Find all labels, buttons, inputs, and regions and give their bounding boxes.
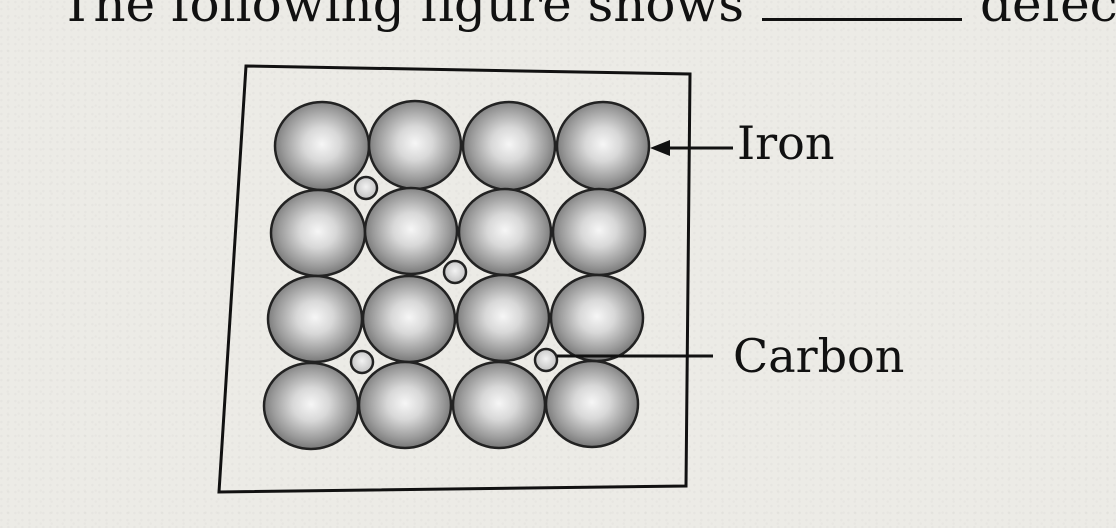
iron-atom [549, 273, 645, 363]
iron-atom [551, 187, 647, 277]
iron-atom [269, 188, 367, 278]
iron-atom [461, 100, 557, 192]
carbon-atom [533, 347, 559, 373]
question-text-before: The following figure shows [60, 0, 744, 33]
carbon-atom [442, 259, 468, 285]
figure-frame [217, 64, 692, 494]
iron-atom [451, 360, 547, 450]
answer-blank [761, 0, 962, 21]
carbon-atom [349, 349, 375, 375]
iron-atom-grid [262, 99, 651, 451]
iron-pointer-arrow [650, 140, 733, 156]
carbon-atom [353, 175, 379, 201]
carbon-label: Carbon [733, 329, 905, 383]
iron-atom [457, 187, 553, 277]
iron-atom [555, 100, 651, 192]
iron-atom [273, 100, 371, 192]
question-text-after: defec [979, 0, 1116, 33]
iron-atom [266, 274, 364, 364]
iron-atom [544, 359, 640, 449]
iron-atom [363, 186, 459, 276]
iron-atom [262, 361, 360, 451]
iron-atom [361, 274, 457, 364]
question-text: The following figure shows defec [60, 0, 1116, 34]
iron-label: Iron [737, 116, 835, 170]
iron-atom [367, 99, 463, 191]
iron-atom [357, 360, 453, 450]
carbon-atom-group [349, 175, 559, 375]
iron-atom [455, 273, 551, 363]
